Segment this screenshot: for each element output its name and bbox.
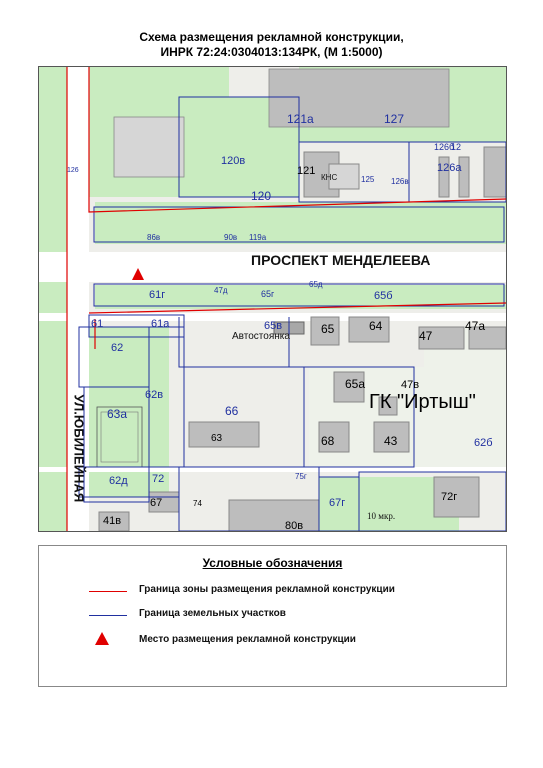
parcel-label: 65г [261, 289, 275, 299]
parcel-label: 62д [109, 475, 128, 487]
parcel-label: 86в [147, 233, 161, 242]
parcel-label: 63а [107, 407, 128, 421]
prospect-label: ПРОСПЕКТ МЕНДЕЛЕЕВА [251, 252, 431, 268]
parcel-label: 65в [264, 320, 283, 332]
parcel-label: 72г [441, 491, 458, 503]
parcel-label: 126б [434, 142, 455, 152]
parcel-label: 120 [251, 189, 272, 203]
district-label: 10 мкр. [367, 511, 396, 521]
parcel-label: 47д [214, 286, 228, 295]
parcel-label: 61а [151, 318, 170, 330]
red-triangle-icon [95, 632, 109, 645]
blue-line-icon [89, 615, 127, 616]
legend-item-label: Граница земельных участков [139, 608, 286, 619]
parcel-label: 74 [193, 499, 202, 508]
ul-prefix: УЛ. [71, 394, 87, 415]
legend-item-label: Граница зоны размещения рекламной констр… [139, 584, 395, 595]
parcel-label: 121 [297, 165, 316, 177]
parcel-label: 125 [361, 175, 375, 184]
parcel-label: 126в [391, 177, 409, 186]
parcel-label: 67 [150, 497, 163, 509]
legend: Условные обозначения Граница зоны размещ… [38, 545, 507, 687]
parcel-label: 43 [384, 434, 398, 448]
title-line-1: Схема размещения рекламной конструкции, [139, 30, 404, 44]
parcel-label: 47а [465, 319, 486, 333]
parcel-label: 80в [285, 520, 304, 532]
parcel-label: 67г [329, 497, 346, 509]
parking-label: Автостоянка [232, 331, 290, 342]
parcel-label: 61 [91, 318, 104, 330]
kns-label: КНС [321, 173, 338, 182]
parcel-label: 66 [225, 404, 239, 418]
parcel-label: 65д [309, 280, 323, 289]
parcel-label: 120в [221, 155, 246, 167]
map-canvas [39, 67, 506, 531]
parcel-label: 62 [111, 342, 124, 354]
map-view[interactable]: ПРОСПЕКТ МЕНДЕЛЕЕВА УЛ.ЮБИЛЕЙНАЯ ГК "Ирт… [38, 66, 507, 532]
legend-item-placement: Место размещения рекламной конструкции [39, 632, 506, 652]
legend-item-label: Место размещения рекламной конструкции [139, 634, 356, 645]
parcel-label: 63 [211, 433, 223, 444]
red-line-icon [89, 591, 127, 592]
legend-item-zone: Граница зоны размещения рекламной констр… [39, 582, 506, 602]
parcel-label: 12 [451, 142, 462, 152]
placement-marker [132, 268, 144, 280]
legend-item-parcels: Граница земельных участков [39, 606, 506, 626]
parcel-label: 72 [152, 473, 165, 485]
parcel-label: 61г [149, 289, 166, 301]
title-line-2: ИНРК 72:24:0304013:134РК, (М 1:5000) [160, 45, 383, 59]
parcel-label: 65а [345, 377, 366, 391]
parcel-label: 68 [321, 434, 335, 448]
parcel-label: 65б [374, 290, 393, 302]
legend-title: Условные обозначения [202, 556, 343, 570]
parcel-label: 62в [145, 389, 164, 401]
parcel-label: 119а [249, 233, 267, 242]
parcel-label: 75г [295, 472, 307, 481]
ul-label: УЛ.ЮБИЛЕЙНАЯ [71, 394, 87, 532]
ul-name: ЮБИЛЕЙНАЯ [71, 414, 87, 503]
parcel-label: 65 [321, 322, 335, 336]
parcel-label: 64 [369, 319, 383, 333]
parcel-label: 47 [419, 329, 433, 343]
map-title: Схема размещения рекламной конструкции, … [0, 30, 543, 60]
parcel-label: 121а [287, 112, 314, 126]
parcel-label: 62б [474, 437, 493, 449]
complex-label: ГК "Иртыш" [369, 391, 476, 413]
parcel-label: 127 [384, 112, 405, 126]
parcel-label: 90в [224, 233, 238, 242]
parcel-label: 126а [437, 162, 462, 174]
parcel-label: 41в [103, 515, 122, 527]
parcel-label: 47в [401, 379, 420, 391]
parcel-label: 126 [67, 167, 79, 174]
